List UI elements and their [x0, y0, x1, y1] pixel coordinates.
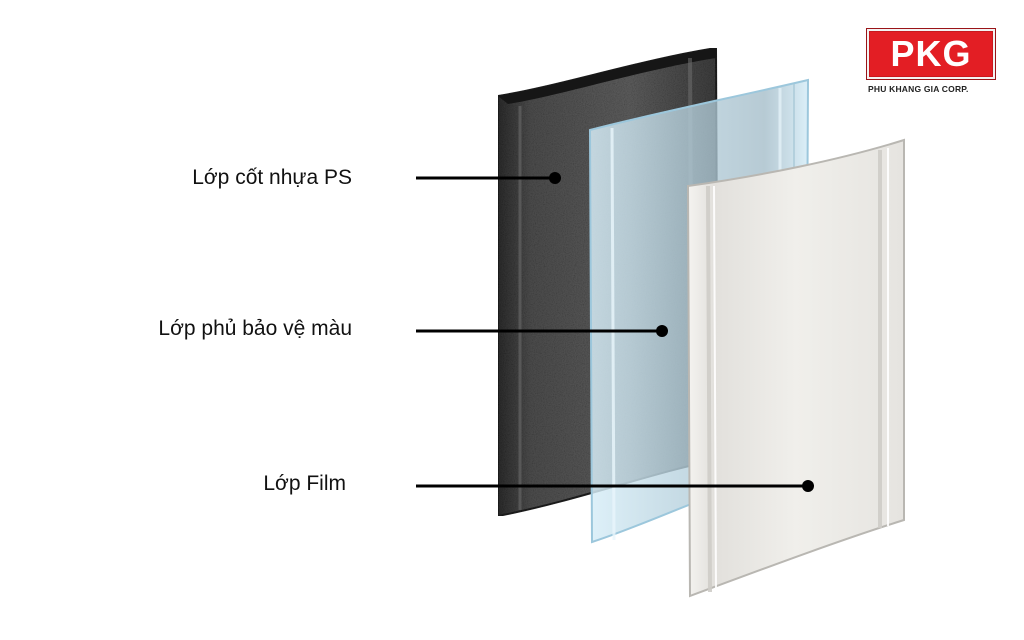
- core-layer-label: Lớp cốt nhựa PS: [192, 166, 352, 189]
- logo-badge: PKG: [866, 28, 996, 80]
- film-layer-shape: [686, 138, 905, 598]
- core-callout-dot: [549, 172, 561, 184]
- film-layer-label: Lớp Film: [263, 472, 346, 495]
- coat-callout-dot: [656, 325, 668, 337]
- company-logo: PKG PHU KHANG GIA CORP.: [866, 28, 996, 98]
- coat-layer-label: Lớp phủ bảo vệ màu: [158, 317, 352, 340]
- company-name: PHU KHANG GIA CORP.: [868, 84, 969, 94]
- film-callout-dot: [802, 480, 814, 492]
- logo-text: PKG: [890, 33, 972, 74]
